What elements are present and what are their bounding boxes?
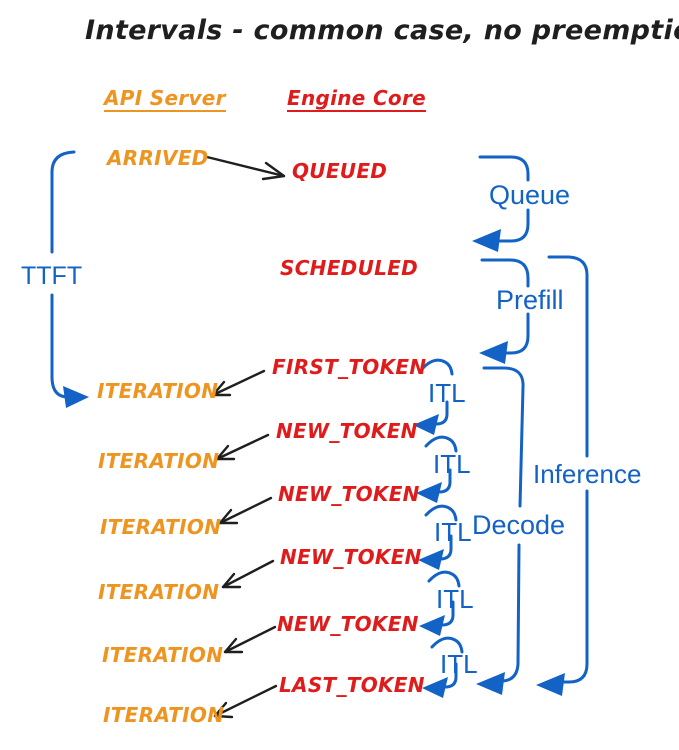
- arrowhead-icon: [213, 701, 234, 719]
- interval-label-inference: Inference: [533, 459, 642, 489]
- event-last-token: LAST_TOKEN: [279, 673, 425, 697]
- event-iteration-3: ITERATION: [100, 515, 222, 539]
- column-header-api-server: API Server: [104, 86, 226, 112]
- event-iteration-4: ITERATION: [98, 580, 220, 604]
- arrowhead-icon: [218, 508, 239, 525]
- itl-bracket-5: [422, 636, 464, 698]
- event-iteration-2: ITERATION: [98, 449, 220, 473]
- event-new-token-2: NEW_TOKEN: [278, 482, 420, 506]
- itl-arrowhead-icon: [422, 677, 448, 698]
- itl-arrowhead-icon: [418, 549, 444, 570]
- arrowhead-icon: [221, 572, 242, 589]
- event-iteration-5: ITERATION: [102, 643, 224, 667]
- inference-bracket: [536, 255, 589, 696]
- arrowhead-icon: [211, 380, 232, 397]
- arrowhead-icon: [223, 637, 244, 654]
- arrow-new-token-4-to-iteration: [223, 625, 277, 654]
- ttft-bracket: [50, 150, 89, 408]
- arrow-new-token-2-to-iteration: [218, 496, 273, 525]
- interval-label-itl-3: ITL: [434, 517, 472, 547]
- event-queued: QUEUED: [292, 159, 388, 183]
- event-iteration-1: ITERATION: [97, 379, 219, 403]
- arrowhead-icon: [261, 161, 286, 181]
- itl-arrowhead-icon: [416, 482, 442, 503]
- itl-bracket-3: [418, 504, 458, 570]
- interval-label-decode: Decode: [472, 510, 566, 540]
- itl-bracket-1: [413, 358, 454, 435]
- event-arrived: ARRIVED: [107, 146, 209, 170]
- arrow-arrived-to-queued: [205, 155, 286, 181]
- ttft-arrowhead-icon: [63, 386, 89, 408]
- arrowhead-icon: [215, 444, 236, 461]
- arrow-new-token-3-to-iteration: [221, 559, 275, 589]
- event-new-token-1: NEW_TOKEN: [276, 419, 418, 443]
- itl-bracket-4: [419, 570, 461, 636]
- prefill-bracket: [479, 258, 530, 364]
- interval-label-prefill: Prefill: [496, 285, 564, 315]
- interval-label-itl-5: ITL: [440, 649, 478, 679]
- queue-bracket: [472, 155, 530, 252]
- event-first-token: FIRST_TOKEN: [272, 355, 427, 379]
- arrow-last-token-to-iteration: [213, 684, 278, 719]
- prefill-arrowhead-icon: [479, 341, 508, 364]
- itl-arrowhead-icon: [419, 615, 445, 636]
- column-header-engine-core: Engine Core: [287, 86, 426, 112]
- interval-label-itl-1: ITL: [428, 378, 466, 408]
- interval-label-ttft: TTFT: [21, 262, 83, 290]
- itl-bracket-2: [416, 435, 458, 503]
- event-new-token-3: NEW_TOKEN: [280, 545, 422, 569]
- event-iteration-6: ITERATION: [103, 703, 225, 727]
- queue-arrowhead-icon: [472, 229, 501, 252]
- inference-arrowhead-icon: [536, 673, 565, 696]
- decode-arrowhead-icon: [476, 672, 505, 695]
- decode-bracket: [476, 366, 525, 695]
- interval-label-itl-2: ITL: [433, 449, 471, 479]
- page-title: Intervals - common case, no preemptions: [85, 15, 679, 46]
- arrow-first-token-to-iteration: [211, 369, 266, 397]
- interval-label-itl-4: ITL: [436, 584, 474, 614]
- itl-arrowhead-icon: [413, 414, 439, 435]
- event-scheduled: SCHEDULED: [280, 256, 419, 280]
- arrow-new-token-1-to-iteration: [215, 433, 270, 461]
- event-new-token-4: NEW_TOKEN: [277, 612, 419, 636]
- interval-label-queue: Queue: [489, 180, 571, 210]
